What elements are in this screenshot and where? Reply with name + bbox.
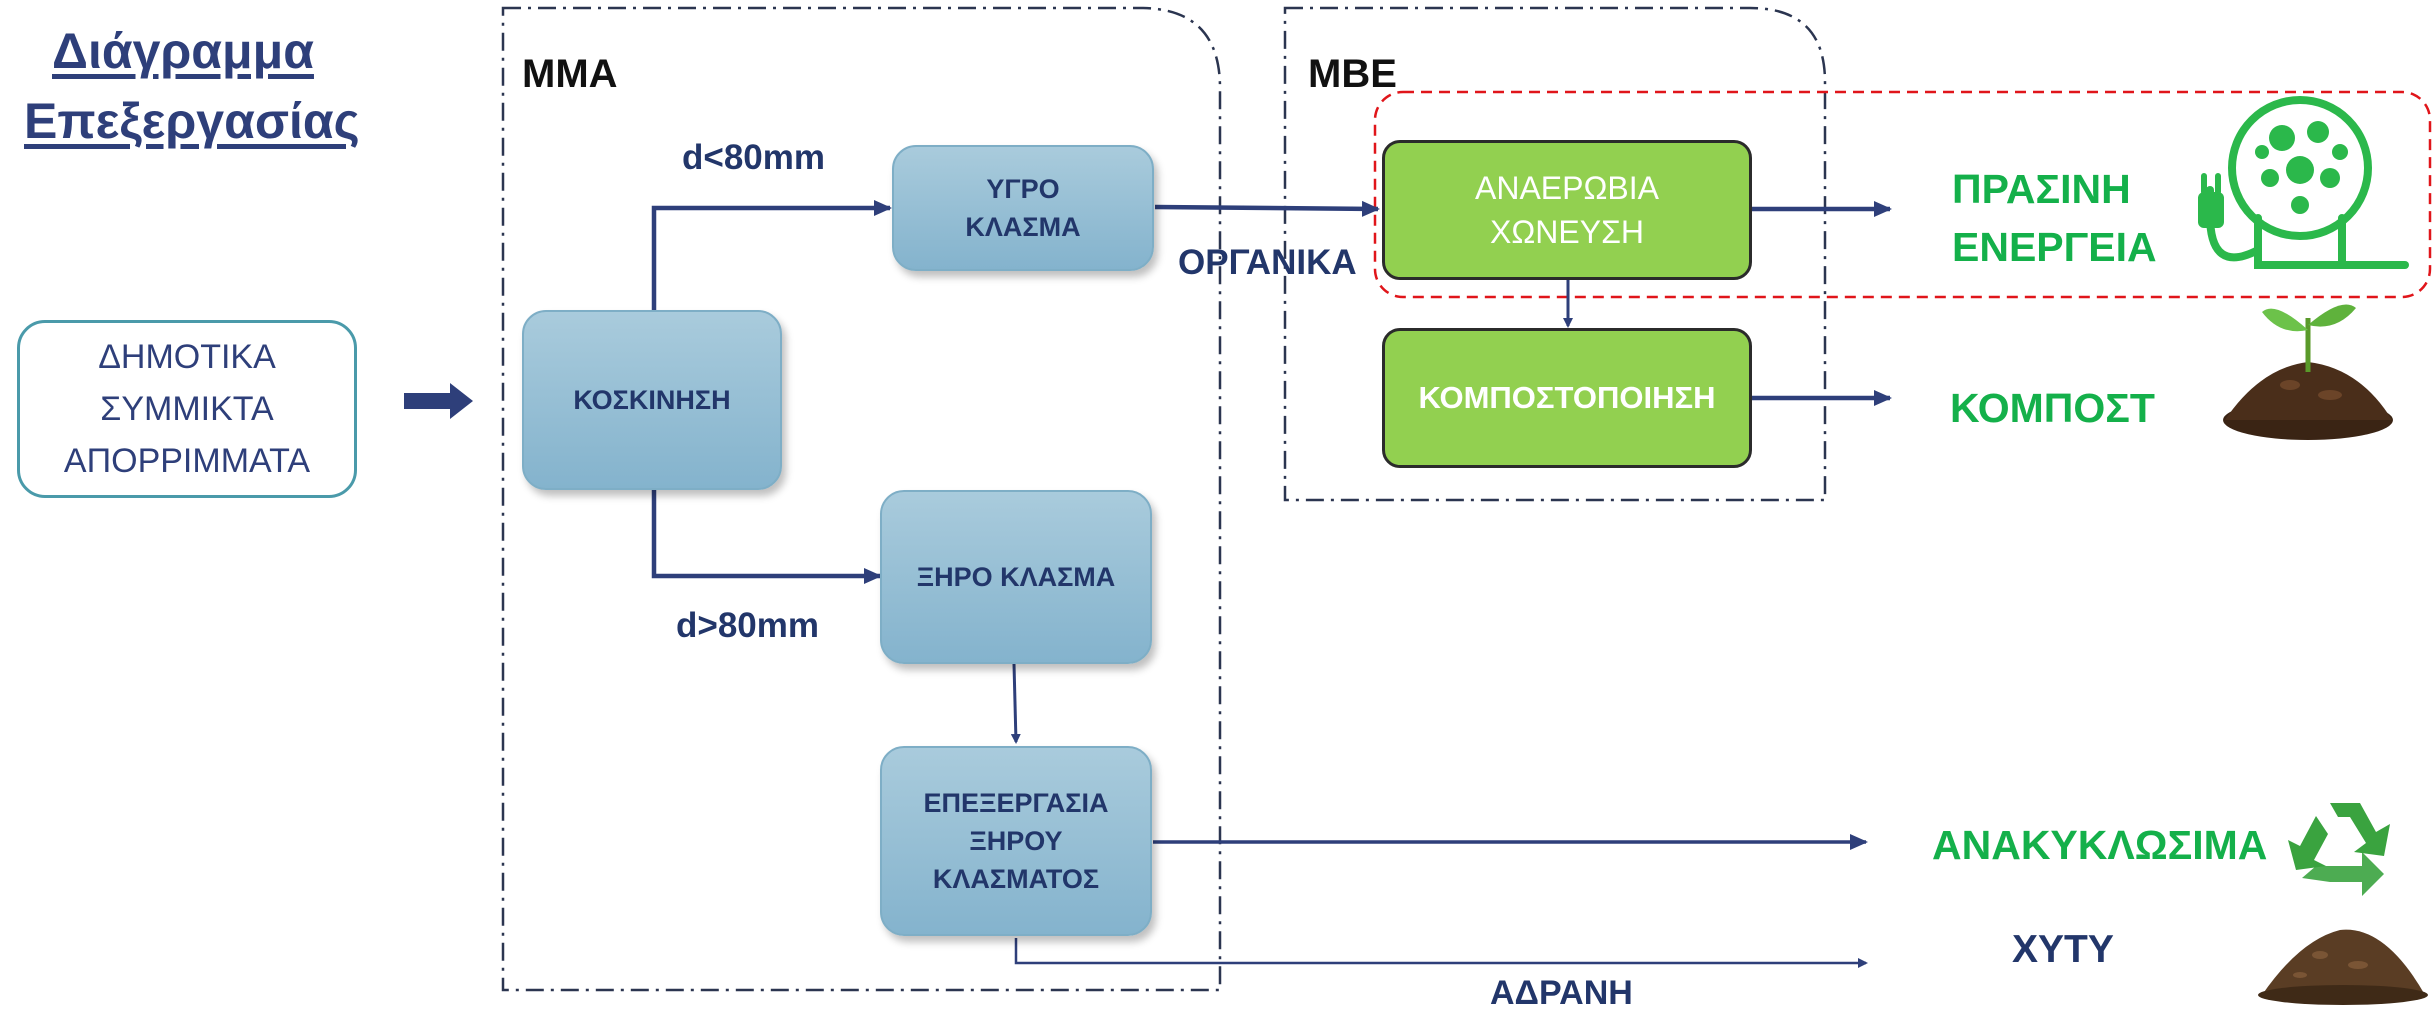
compost-output: ΚΟΜΠΟΣΤ <box>1950 385 2155 431</box>
size-large-label: d>80mm <box>676 606 819 645</box>
dry-processing-box: ΕΠΕΞΕΡΓΑΣΙΑ ΞΗΡΟΥ ΚΛΑΣΜΑΤΟΣ <box>880 746 1152 936</box>
green-energy-output: ΠΡΑΣΙΝΗ ΕΝΕΡΓΕΙΑ <box>1952 160 2157 276</box>
dry-fraction-box: ΞΗΡΟ ΚΛΑΣΜΑ <box>880 490 1152 664</box>
input-municipal-waste: ΔΗΜΟΤΙΚΑ ΣΥΜΜΙΚΤΑ ΑΠΟΡΡΙΜΜΑΤΑ <box>17 320 357 498</box>
green-energy-highlight <box>1373 90 2432 299</box>
wet-fraction-line2: ΚΛΑΣΜΑ <box>965 212 1081 242</box>
organics-label: ΟΡΓΑΝΙΚΑ <box>1178 243 1357 282</box>
dry-processing-line1: ΕΠΕΞΕΡΓΑΣΙΑ <box>923 788 1109 818</box>
soil-pile-icon <box>2258 929 2428 1005</box>
anaerobic-line1: ΑΝΑΕΡΩΒΙΑ <box>1475 170 1659 206</box>
arrow-to-landfill <box>1014 938 1868 968</box>
dry-processing-line2: ΞΗΡΟΥ <box>969 826 1063 856</box>
mbe-container <box>1283 6 1827 502</box>
arrow-to-wet-fraction <box>651 200 892 310</box>
dry-processing-line3: ΚΛΑΣΜΑΤΟΣ <box>932 864 1100 894</box>
landfill-output: ΧΥΤΥ <box>2012 928 2114 971</box>
green-energy-line1: ΠΡΑΣΙΝΗ <box>1952 166 2131 212</box>
input-arrow <box>404 383 473 419</box>
dry-fraction-label: ΞΗΡΟ ΚΛΑΣΜΑ <box>916 562 1116 592</box>
wet-fraction-box: ΥΓΡΟ ΚΛΑΣΜΑ <box>892 145 1154 271</box>
input-line2: ΣΥΜΜΙΚΤΑ <box>100 390 274 428</box>
arrow-organics <box>1154 200 1380 217</box>
arrow-to-dry-fraction <box>651 490 882 584</box>
bulb-inner-leaves <box>2255 121 2348 214</box>
anaerobic-line2: ΧΩΝΕΥΣΗ <box>1490 214 1644 250</box>
mbe-label: ΜΒΕ <box>1308 52 1397 96</box>
arrow-to-dry-processing <box>1010 663 1021 744</box>
anaerobic-digestion-box: ΑΝΑΕΡΩΒΙΑ ΧΩΝΕΥΣΗ <box>1382 140 1752 280</box>
inert-label: ΑΔΡΑΝΗ <box>1490 974 1633 1012</box>
size-small-label: d<80mm <box>682 138 825 177</box>
composting-label: ΚΟΜΠΟΣΤΟΠΟΙΗΣΗ <box>1418 380 1716 415</box>
input-line1: ΔΗΜΟΤΙΚΑ <box>98 338 276 376</box>
recyclables-output: ΑΝΑΚΥΚΛΩΣΙΜΑ <box>1932 822 2268 868</box>
wet-fraction-line1: ΥΓΡΟ <box>986 174 1060 204</box>
recycle-icon <box>2288 803 2390 896</box>
mma-container <box>501 6 1222 992</box>
input-line3: ΑΠΟΡΡΙΜΜΑΤΑ <box>63 442 311 480</box>
green-energy-line2: ΕΝΕΡΓΕΙΑ <box>1952 224 2157 270</box>
screening-label: ΚΟΣΚΙΝΗΣΗ <box>573 385 731 415</box>
composting-box: ΚΟΜΠΟΣΤΟΠΟΙΗΣΗ <box>1382 328 1752 468</box>
diagram-title-line1: Διάγραμμα <box>52 23 314 79</box>
diagram-title-line2: Επεξεργασίας <box>24 93 360 149</box>
screening-box: ΚΟΣΚΙΝΗΣΗ <box>522 310 782 490</box>
plant-seedling-icon <box>2223 304 2393 440</box>
green-energy-bulb-icon <box>2198 96 2409 269</box>
mma-label: ΜΜΑ <box>522 52 618 96</box>
